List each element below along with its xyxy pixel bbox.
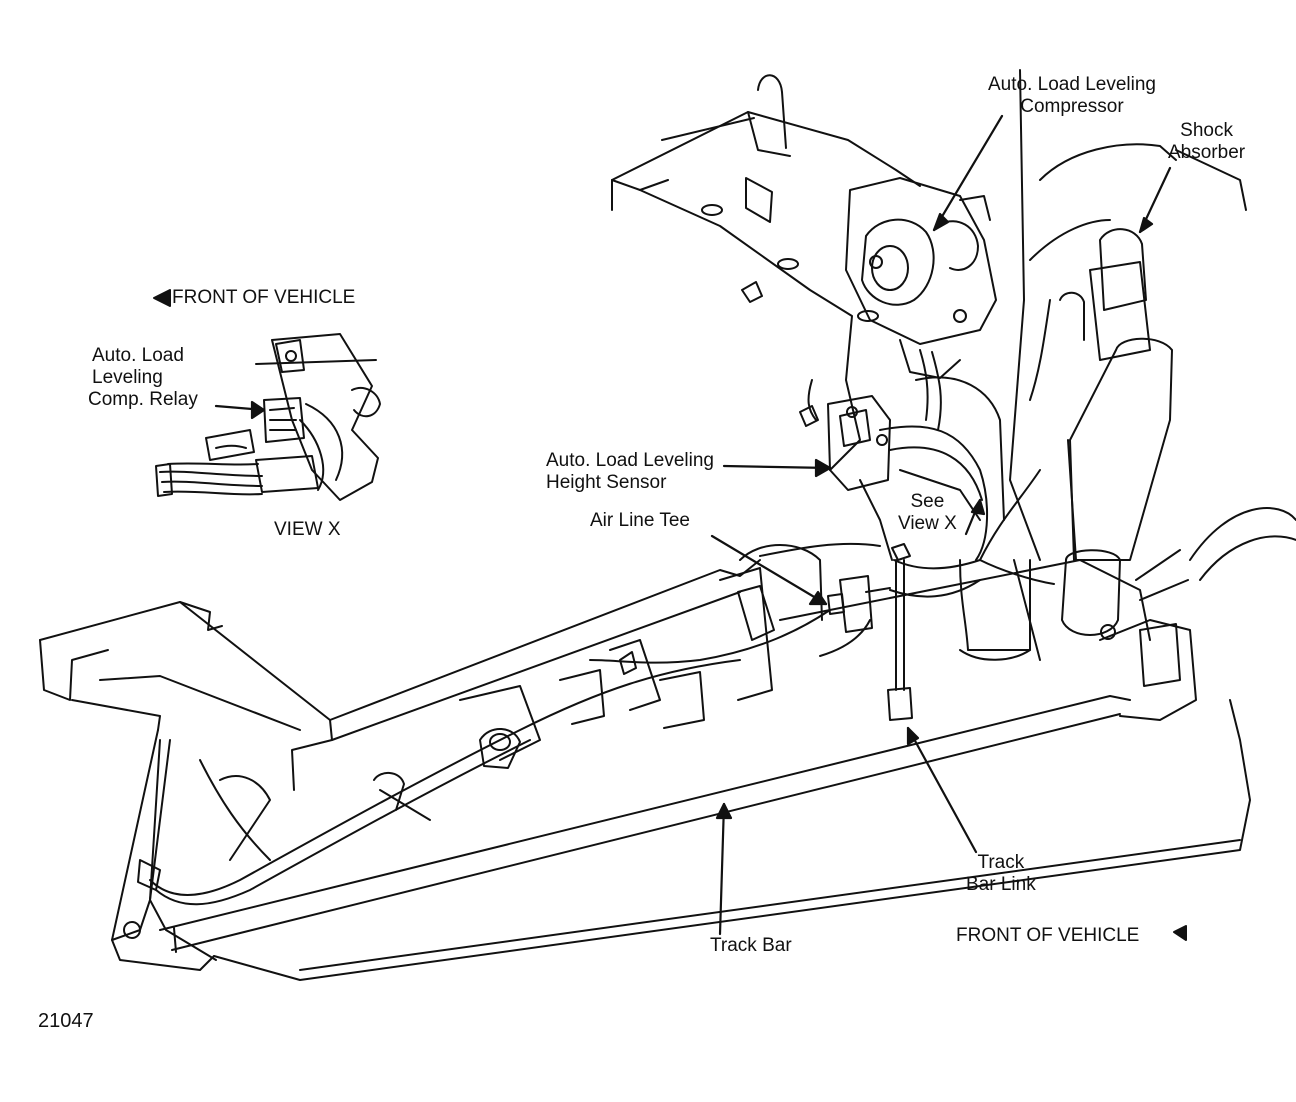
frame-rail-drawing (39, 507, 1296, 981)
label-height-sensor: Auto. Load Leveling Height Sensor (546, 450, 714, 493)
label-see-view-x: See View X (898, 491, 957, 534)
label-view-x: VIEW X (274, 519, 341, 540)
view-x-inset (155, 333, 381, 501)
shock-absorber-drawing (1029, 143, 1189, 636)
label-track-bar-link: Track Bar Link (966, 852, 1036, 895)
front-arrow-icon-bottom (1173, 925, 1187, 941)
label-relay: Auto. Load Leveling Comp. Relay (88, 345, 198, 410)
air-line-tee-drawing (589, 542, 981, 664)
callout-arrows (214, 114, 1172, 936)
label-shock-absorber: Shock Absorber (1168, 120, 1246, 163)
figure-id: 21047 (38, 1010, 94, 1032)
front-arrow-icon-top (153, 289, 171, 307)
vehicle-body-frame (611, 69, 1247, 561)
air-line-harness-drawing (137, 651, 741, 906)
height-sensor-drawing (827, 299, 1055, 585)
label-track-bar: Track Bar (710, 935, 792, 956)
label-air-line-tee: Air Line Tee (590, 510, 690, 531)
label-front-of-vehicle-top: FRONT OF VEHICLE (172, 287, 356, 308)
relay-body (263, 397, 305, 443)
label-compressor: Auto. Load Leveling Compressor (988, 74, 1156, 117)
track-bar-link-drawing (887, 543, 913, 721)
compressor-drawing (845, 177, 997, 431)
label-front-of-vehicle-bottom: FRONT OF VEHICLE (956, 925, 1140, 946)
